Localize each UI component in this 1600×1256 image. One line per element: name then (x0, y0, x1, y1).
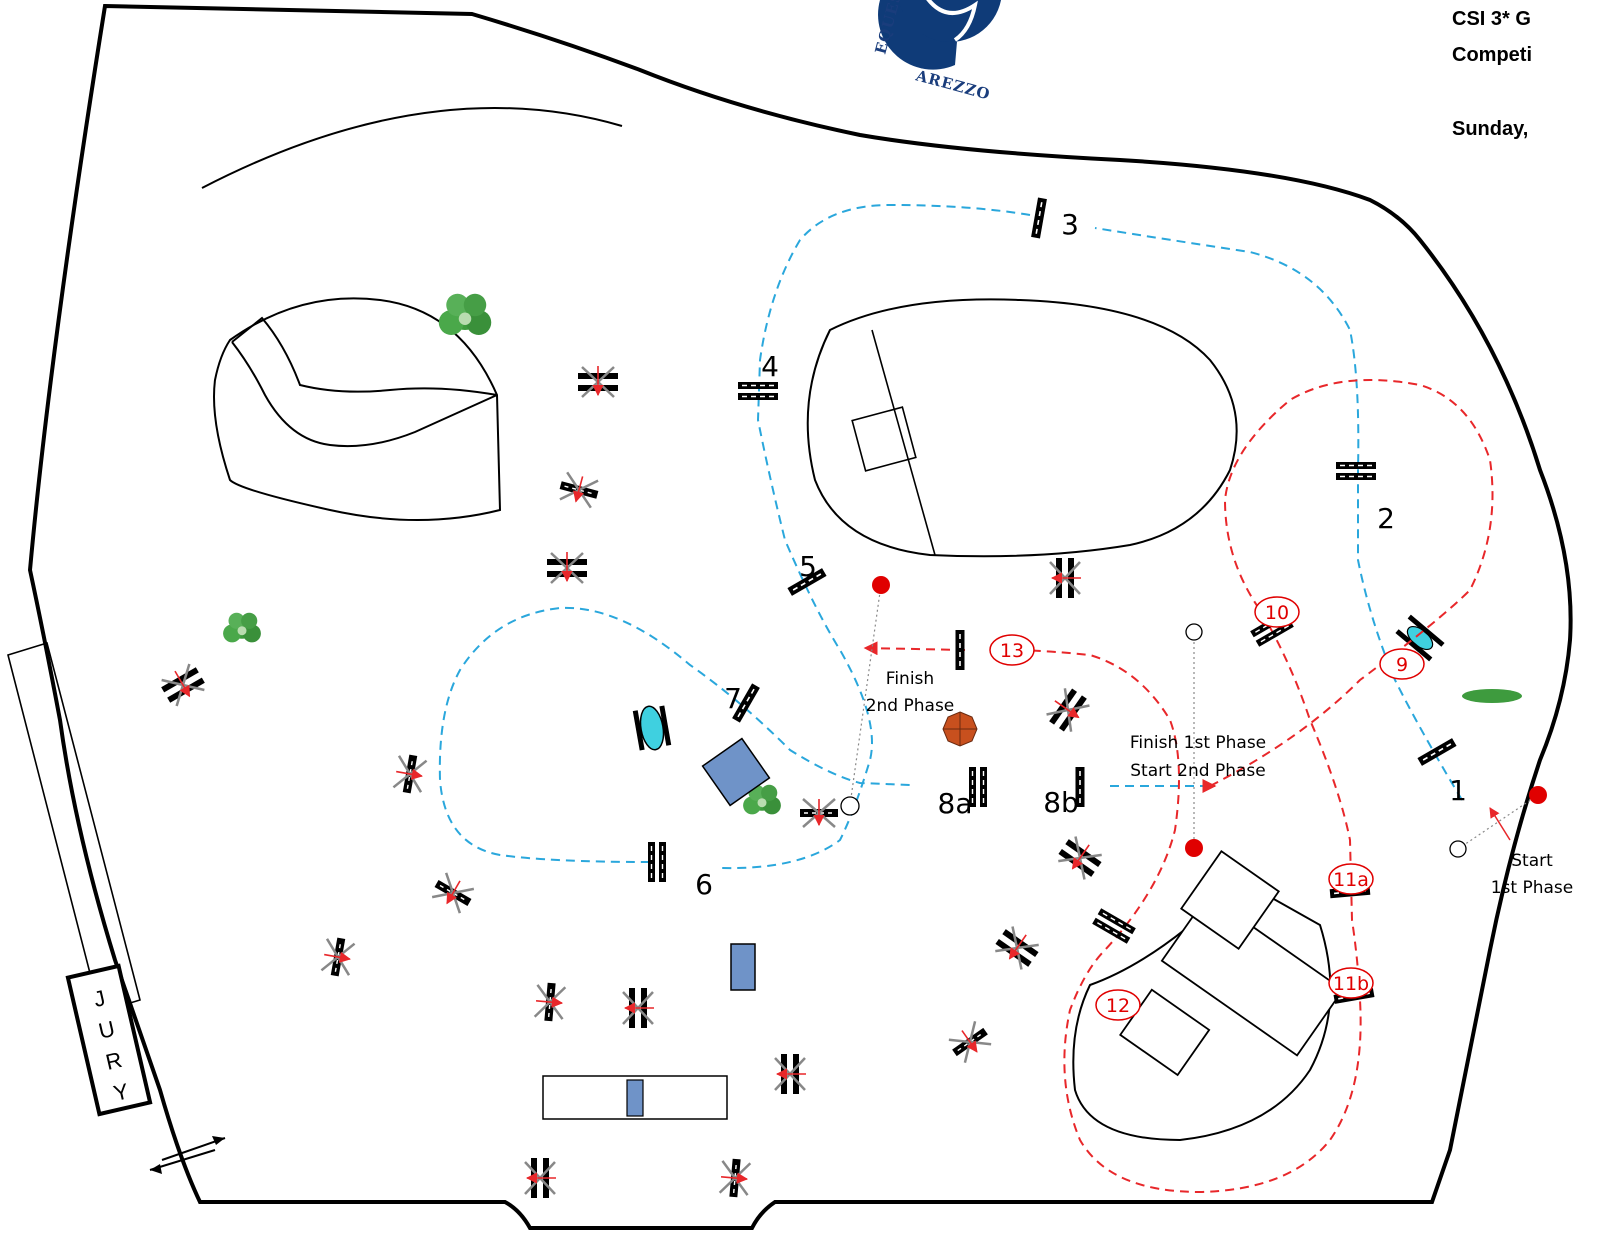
fence-label-11a: 11a (1333, 869, 1369, 891)
inactive-fence (578, 366, 618, 397)
jury-letter-u: U (96, 1016, 117, 1044)
inactive-fence (1043, 684, 1091, 735)
inactive-fence (158, 661, 208, 708)
jury-letter-j: J (91, 985, 107, 1012)
logo (873, 0, 1002, 72)
fence-label-11b: 11b (1333, 973, 1369, 995)
header-line-1: CSI 3* G (1452, 8, 1531, 30)
fence-label-1: 1 (1449, 774, 1467, 807)
header-line-2: Competi (1452, 44, 1532, 66)
label-ovals (989, 596, 1425, 1021)
inactive-fence (321, 936, 355, 978)
inactive-fence (1050, 558, 1081, 598)
inactive-fence (623, 988, 654, 1028)
water-obstacle (1395, 614, 1445, 662)
island-center (806, 298, 1238, 558)
fence-3 (1030, 196, 1048, 240)
blue-block (730, 943, 756, 991)
fence-13 (954, 629, 966, 671)
inactive-fence (946, 1020, 993, 1065)
fence-label-9: 9 (1396, 654, 1408, 676)
bush-icon (1462, 689, 1522, 703)
blue-block (626, 1079, 644, 1117)
route-phase-2 (863, 379, 1494, 1194)
inactive-fence (992, 923, 1043, 971)
start-1st-line1: Start (1511, 851, 1553, 871)
inactive-fence (547, 552, 587, 583)
arena-boundary (27, 3, 1573, 1230)
inactive-fence (775, 1054, 806, 1094)
fence-2 (1335, 461, 1377, 481)
finish-2nd-line1: Finish (886, 669, 934, 689)
jury-box (65, 963, 153, 1117)
bush-icon (223, 612, 261, 643)
inactive-fence (800, 799, 838, 827)
blue-block (701, 737, 771, 807)
route-phase-1 (438, 203, 1463, 870)
inactive-fence (1055, 833, 1106, 881)
fence-label-8a: 8a (938, 787, 973, 820)
fence-label-2: 2 (1377, 502, 1395, 535)
fence-label-3: 3 (1061, 208, 1079, 241)
decor-arc (201, 106, 623, 189)
fence-1 (1416, 737, 1458, 767)
fence-label-10: 10 (1265, 602, 1289, 624)
inactive-fence (525, 1158, 556, 1198)
water-obstacle (632, 705, 672, 751)
fence-12 (1091, 907, 1137, 945)
inactive-fence (534, 982, 565, 1022)
finish-2nd-line2: 2nd Phase (866, 696, 955, 716)
fence-6 (647, 841, 667, 883)
fence-label-6: 6 (695, 868, 713, 901)
bush-icon (438, 293, 492, 335)
fence-label-12: 12 (1106, 995, 1130, 1017)
fence-label-4: 4 (761, 350, 779, 383)
inactive-fence (557, 472, 601, 509)
inactive-fence (393, 753, 427, 795)
inactive-fence (430, 871, 477, 914)
finish-1st-label: Finish 1st Phase (1130, 733, 1266, 753)
island-left (213, 297, 502, 521)
fence-label-5: 5 (799, 550, 817, 583)
logo-text-bottom: AREZZO (913, 66, 993, 103)
jury-letter-y: Y (111, 1078, 131, 1106)
inactive-fence (719, 1158, 750, 1198)
flags (840, 576, 1547, 858)
jury-stand-rail (7, 641, 141, 1014)
fence-label-8b: 8b (1043, 786, 1079, 819)
fence-label-7: 7 (724, 682, 742, 715)
start-2nd-label: Start 2nd Phase (1130, 761, 1265, 781)
fence-label-13: 13 (1000, 640, 1024, 662)
jury-letter-r: R (103, 1047, 124, 1075)
header-line-3: Sunday, (1452, 118, 1529, 140)
start-1st-line2: 1st Phase (1491, 878, 1574, 898)
